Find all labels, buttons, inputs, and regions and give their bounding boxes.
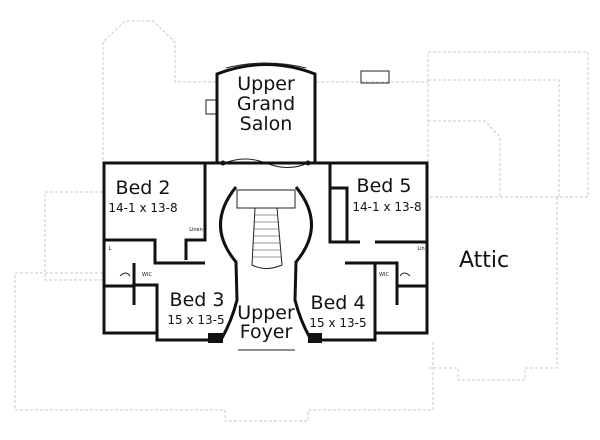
bed4-name: Bed 4 (311, 292, 366, 314)
bed2-size: 14-1 x 13-8 (108, 201, 177, 215)
main-walls (102, 160, 429, 351)
bed5-size: 14-1 x 13-8 (352, 200, 421, 214)
bed3-size: 15 x 13-5 (167, 313, 224, 327)
bed3-name: Bed 3 (170, 289, 225, 311)
attic-outline (14, 20, 589, 422)
salon-label-2: Grand (237, 93, 295, 115)
foyer-label-2: Foyer (240, 321, 293, 343)
linen-label: Linen (189, 227, 203, 233)
bed2-name: Bed 2 (116, 177, 171, 199)
bed4-size: 15 x 13-5 (309, 316, 366, 330)
wic-right-label: WIC (379, 272, 389, 278)
chimney (360, 70, 390, 84)
attic-label: Attic (459, 248, 509, 273)
bay-box (205, 99, 217, 115)
salon-label-1: Upper (237, 73, 295, 95)
wic-left-label: WIC (142, 272, 152, 278)
foyer-label-1: Upper (237, 302, 295, 324)
l-label: L (109, 246, 112, 252)
bed5-name: Bed 5 (357, 175, 412, 197)
salon-label-3: Salon (240, 113, 293, 135)
lin-label: Lin (417, 246, 424, 252)
